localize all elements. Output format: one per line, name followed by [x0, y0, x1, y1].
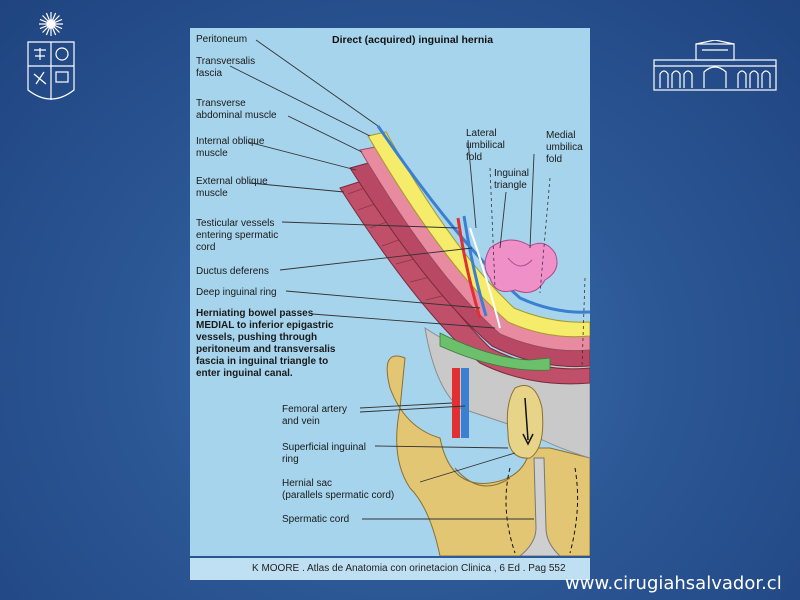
label-deep-inguinal-ring: Deep inguinal ring: [196, 287, 277, 298]
label-testicular-vessels: Testicular vessels entering spermatic co…: [196, 218, 279, 253]
label-superficial-inguinal-ring: Superficial inguinal ring: [282, 442, 366, 465]
label-transversalis-fascia: Transversalis fascia: [196, 56, 256, 79]
university-shield-icon: [22, 10, 80, 110]
label-transverse-abdominal-muscle: Transverse abdominal muscle: [196, 98, 277, 121]
label-peritoneum: Peritoneum: [196, 34, 248, 45]
herniating-bowel-note: Herniating bowel passes MEDIAL to inferi…: [196, 308, 336, 379]
label-internal-oblique-muscle: Internal oblique muscle: [196, 136, 265, 159]
label-spermatic-cord: Spermatic cord: [282, 514, 350, 525]
building-facade-icon: [652, 39, 778, 92]
label-ductus-deferens: Ductus deferens: [196, 266, 269, 277]
label-lateral-umbilical-fold: Lateral umbilical fold: [466, 128, 505, 163]
label-femoral-artery-vein: Femoral artery and vein: [282, 404, 348, 427]
source-caption: K MOORE . Atlas de Anatomia con orinetac…: [190, 558, 590, 580]
label-medial-umbilical-fold: Medial umbilica fold: [546, 130, 583, 165]
inguinal-anatomy-illustration: [229, 39, 590, 556]
website-url[interactable]: www.cirugiahsalvador.cl: [565, 573, 782, 594]
diagram-title: Direct (acquired) inguinal hernia: [332, 34, 494, 46]
label-inguinal-triangle: Inguinal triangle: [494, 168, 530, 191]
label-hernial-sac: Hernial sac (parallels spermatic cord): [282, 478, 395, 501]
label-external-oblique-muscle: External oblique muscle: [196, 176, 268, 199]
anatomy-diagram-panel: Direct (acquired) inguinal hernia Perito…: [190, 28, 590, 556]
